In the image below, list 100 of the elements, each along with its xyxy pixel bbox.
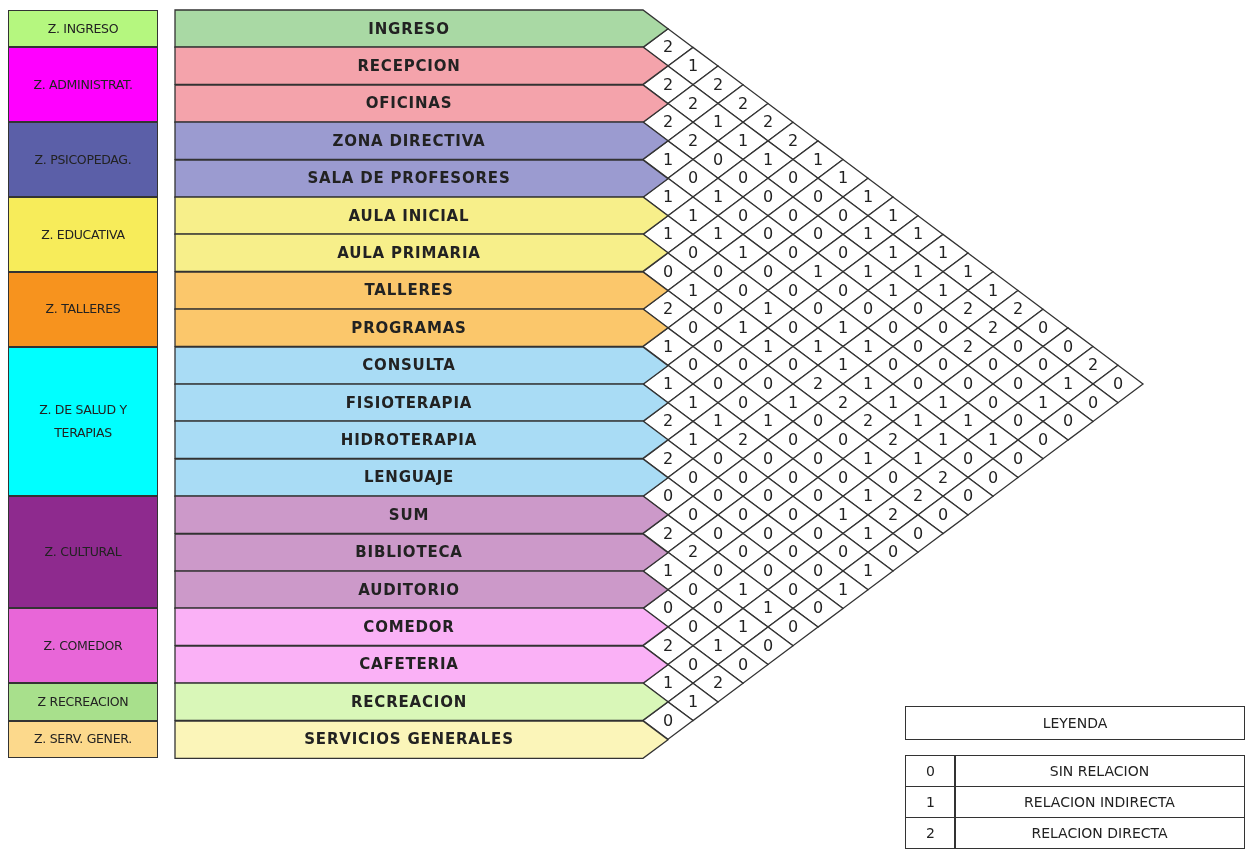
- relation-value: 0: [912, 525, 924, 542]
- relation-value: 2: [962, 338, 974, 355]
- relation-value: 1: [687, 207, 699, 224]
- relation-value: 2: [662, 39, 674, 56]
- relation-value: 0: [712, 450, 724, 467]
- relation-value: 0: [662, 712, 674, 729]
- relation-value: 1: [837, 506, 849, 523]
- zone-label: Z. SERV. GENER.: [34, 730, 132, 749]
- relation-value: 0: [687, 357, 699, 374]
- relation-value: 0: [887, 544, 899, 561]
- space-label: SERVICIOS GENERALES: [303, 730, 515, 749]
- relation-value: 1: [762, 301, 774, 318]
- relation-value: 0: [787, 544, 799, 561]
- relation-value: 1: [787, 394, 799, 411]
- relation-value: 0: [1087, 394, 1099, 411]
- relation-value: 1: [912, 413, 924, 430]
- relation-value: 2: [712, 675, 724, 692]
- relation-value: 0: [712, 301, 724, 318]
- relation-value: 0: [737, 170, 749, 187]
- relation-value: 2: [887, 432, 899, 449]
- legend-code: 0: [905, 755, 956, 787]
- relation-value: 1: [737, 581, 749, 598]
- relation-value: 1: [862, 525, 874, 542]
- zone-label: Z RECREACION: [37, 693, 129, 711]
- relation-value: 2: [737, 432, 749, 449]
- zone-label: Z. CULTURAL: [44, 543, 122, 562]
- relation-value: 0: [787, 357, 799, 374]
- zone-label: Z. COMEDOR: [43, 636, 123, 655]
- relation-value: 0: [762, 376, 774, 392]
- relation-value: 1: [662, 338, 674, 355]
- relation-value: 0: [712, 563, 724, 579]
- zone-label: Z. TALLERES: [45, 300, 121, 319]
- relation-value: 1: [687, 282, 699, 299]
- relation-value: 1: [662, 675, 674, 692]
- relation-value: 0: [737, 357, 749, 374]
- relation-value: 2: [962, 301, 974, 318]
- relation-value: 0: [887, 357, 899, 374]
- relation-value: 0: [987, 394, 999, 411]
- relation-value: 1: [837, 170, 849, 187]
- relation-value: 0: [687, 170, 699, 187]
- relation-value: 1: [837, 581, 849, 598]
- relation-value: 0: [762, 637, 774, 654]
- relation-value: 1: [737, 319, 749, 336]
- space-label: LENGUAJE: [362, 468, 456, 487]
- zone-label: Z. PSICOPEDAG.: [34, 150, 132, 169]
- relation-value: 0: [1037, 357, 1049, 374]
- relation-value: 2: [662, 76, 674, 93]
- relation-value: 0: [787, 432, 799, 449]
- relation-value: 0: [887, 319, 899, 336]
- zone-label: Z. INGRESO: [47, 19, 119, 38]
- relation-value: 2: [862, 413, 874, 430]
- relation-value: 1: [887, 245, 899, 262]
- space-label: SALA DE PROFESORES: [306, 169, 512, 188]
- relation-value: 0: [737, 207, 749, 224]
- relation-value: 1: [937, 282, 949, 299]
- relation-value: 1: [862, 488, 874, 505]
- relation-value: 0: [687, 619, 699, 636]
- space-label: AULA INICIAL: [347, 206, 471, 225]
- zone-box: [8, 47, 158, 123]
- relation-value: 1: [712, 226, 724, 243]
- relation-value: 1: [687, 432, 699, 449]
- space-label: CAFETERIA: [358, 655, 460, 674]
- relation-value: 2: [1087, 357, 1099, 374]
- relation-value: 0: [762, 263, 774, 280]
- relation-value: 0: [762, 488, 774, 505]
- relation-value: 1: [862, 563, 874, 579]
- relation-value: 0: [787, 170, 799, 187]
- relation-value: 0: [862, 301, 874, 318]
- relation-value: 0: [1112, 376, 1124, 392]
- space-label: BIBLIOTECA: [354, 543, 464, 562]
- space-label: HIDROTERAPIA: [339, 431, 479, 450]
- relation-value: 1: [762, 338, 774, 355]
- legend-description: SIN RELACION: [954, 755, 1245, 787]
- relation-value: 0: [737, 506, 749, 523]
- relation-value: 2: [662, 637, 674, 654]
- relation-value: 0: [937, 319, 949, 336]
- relation-value: 0: [712, 338, 724, 355]
- relation-value: 1: [687, 58, 699, 75]
- relation-value: 0: [812, 226, 824, 243]
- relation-value: 2: [937, 469, 949, 486]
- relation-value: 1: [887, 282, 899, 299]
- relation-value: 1: [862, 189, 874, 205]
- space-label: ZONA DIRECTIVA: [331, 131, 487, 150]
- space-label: PROGRAMAS: [350, 318, 468, 337]
- relation-value: 2: [987, 319, 999, 336]
- relation-value: 0: [737, 394, 749, 411]
- relation-value: 0: [737, 282, 749, 299]
- space-label: TALLERES: [363, 281, 455, 300]
- relation-value: 0: [712, 151, 724, 168]
- relation-value: 2: [787, 132, 799, 149]
- relation-value: 1: [737, 619, 749, 636]
- relation-value: 2: [887, 506, 899, 523]
- relation-value: 1: [912, 226, 924, 243]
- space-label: FISIOTERAPIA: [344, 393, 474, 412]
- relation-value: 1: [812, 338, 824, 355]
- relation-value: 1: [812, 151, 824, 168]
- relation-value: 2: [762, 114, 774, 131]
- legend-code: 2: [905, 817, 956, 849]
- zone-box: [8, 122, 158, 197]
- relation-value: 2: [837, 394, 849, 411]
